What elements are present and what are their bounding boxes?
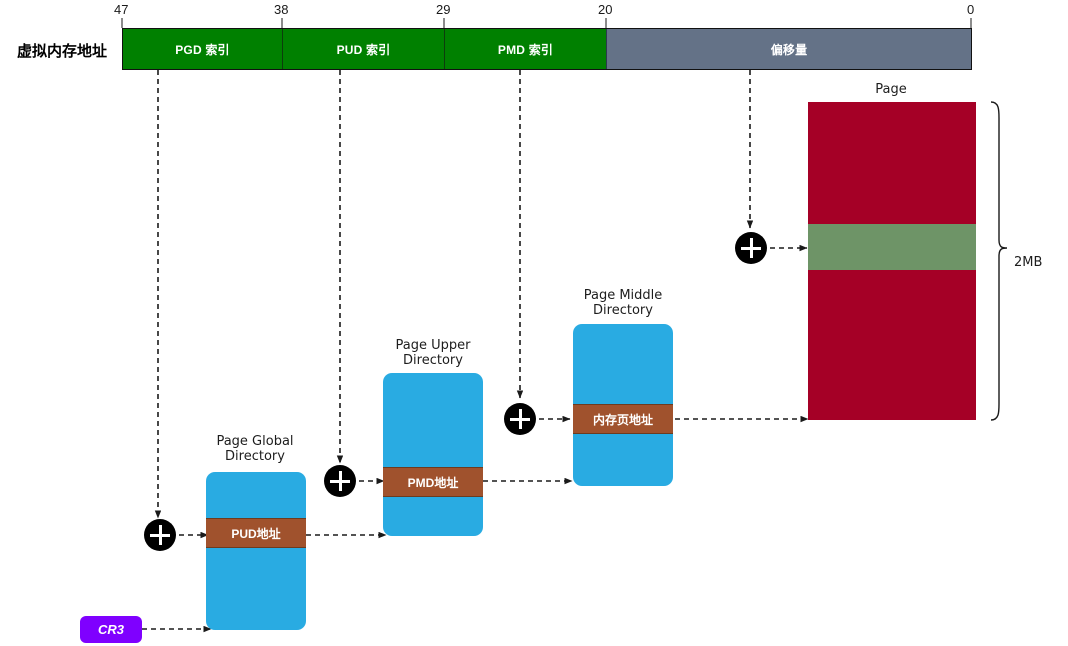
page-size-brace — [990, 101, 1008, 421]
adder-icon-offset — [735, 232, 767, 264]
address-segment-offset[interactable]: 偏移量 — [607, 29, 971, 69]
virtual-address-bar: PGD 索引 PUD 索引 PMD 索引 偏移量 — [122, 28, 972, 70]
page-size-label: 2MB — [1014, 255, 1043, 270]
page-frame-caption: Page — [875, 82, 907, 97]
index-dropline-group — [154, 70, 754, 519]
address-segment-pud-index[interactable]: PUD 索引 — [283, 29, 445, 69]
table-caption-pgd: Page Global Directory — [216, 434, 294, 464]
virtual-address-caption: 虚拟内存地址 — [16, 43, 107, 60]
bit-tick-label-20: 20 — [598, 2, 613, 17]
table-caption-pud: Page Upper Directory — [395, 338, 471, 368]
adder-icon-pud — [324, 465, 356, 497]
pmd-entry-page-address[interactable]: 内存页地址 — [573, 404, 673, 434]
adder-icon-pmd — [504, 403, 536, 435]
page-target-band[interactable] — [808, 224, 976, 270]
pgd-entry-pud-address[interactable]: PUD地址 — [206, 518, 306, 548]
page-middle-directory-box[interactable]: 内存页地址 — [573, 324, 673, 486]
bit-tick-label-38: 38 — [274, 2, 289, 17]
page-upper-directory-box[interactable]: PMD地址 — [383, 373, 483, 536]
bit-tick-label-0: 0 — [967, 2, 975, 17]
address-segment-pgd-index[interactable]: PGD 索引 — [123, 29, 283, 69]
page-global-directory-box[interactable]: PUD地址 — [206, 472, 306, 630]
table-caption-pmd: Page Middle Directory — [583, 288, 663, 318]
pud-entry-pmd-address[interactable]: PMD地址 — [383, 467, 483, 497]
bit-tick-label-47: 47 — [114, 2, 129, 17]
bit-tick-label-29: 29 — [436, 2, 451, 17]
bit-tick-marks — [121, 18, 972, 28]
page-frame-box[interactable] — [808, 102, 976, 420]
cr3-register-box[interactable]: CR3 — [80, 616, 142, 643]
adder-icon-pgd — [144, 519, 176, 551]
address-segment-pmd-index[interactable]: PMD 索引 — [445, 29, 607, 69]
